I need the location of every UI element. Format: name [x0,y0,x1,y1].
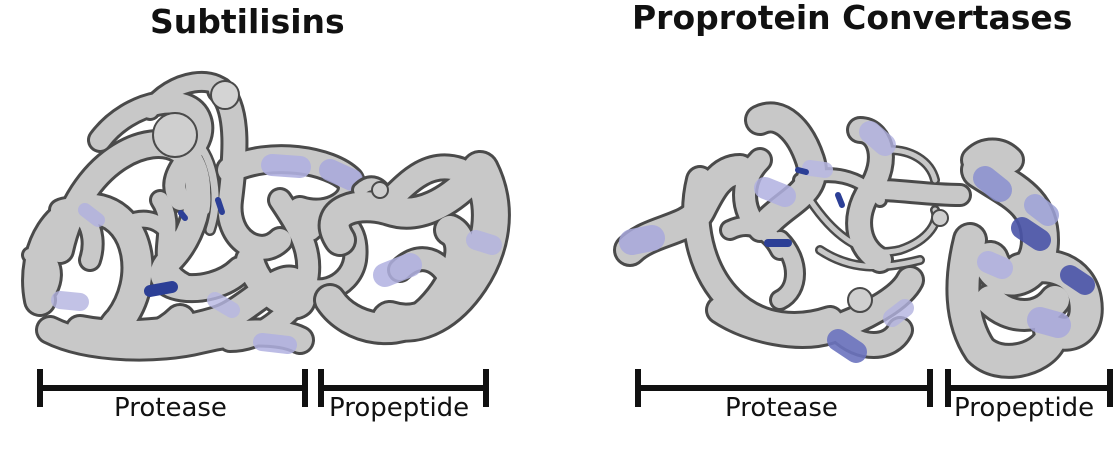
panel-title-proprotein-convertases: Proprotein Convertases [632,0,1073,37]
convertase-propeptide-domain [945,137,1104,379]
label-propeptide-convertase: Propeptide [954,393,1095,423]
subtilisin-structure [21,71,511,362]
convertase-structure [613,101,1104,379]
convertase-scale-bar [635,369,1113,407]
subtilisin-scale-bar [37,369,489,407]
label-propeptide-subtilisin: Propeptide [329,393,470,423]
subtilisin-propeptide-domain [313,150,511,346]
panel-title-subtilisins: Subtilisins [150,2,345,41]
label-protease-subtilisin: Protease [114,393,227,423]
convertase-protease-domain [613,101,972,363]
subtilisin-protease-domain [21,71,369,362]
label-protease-convertase: Protease [725,393,838,423]
